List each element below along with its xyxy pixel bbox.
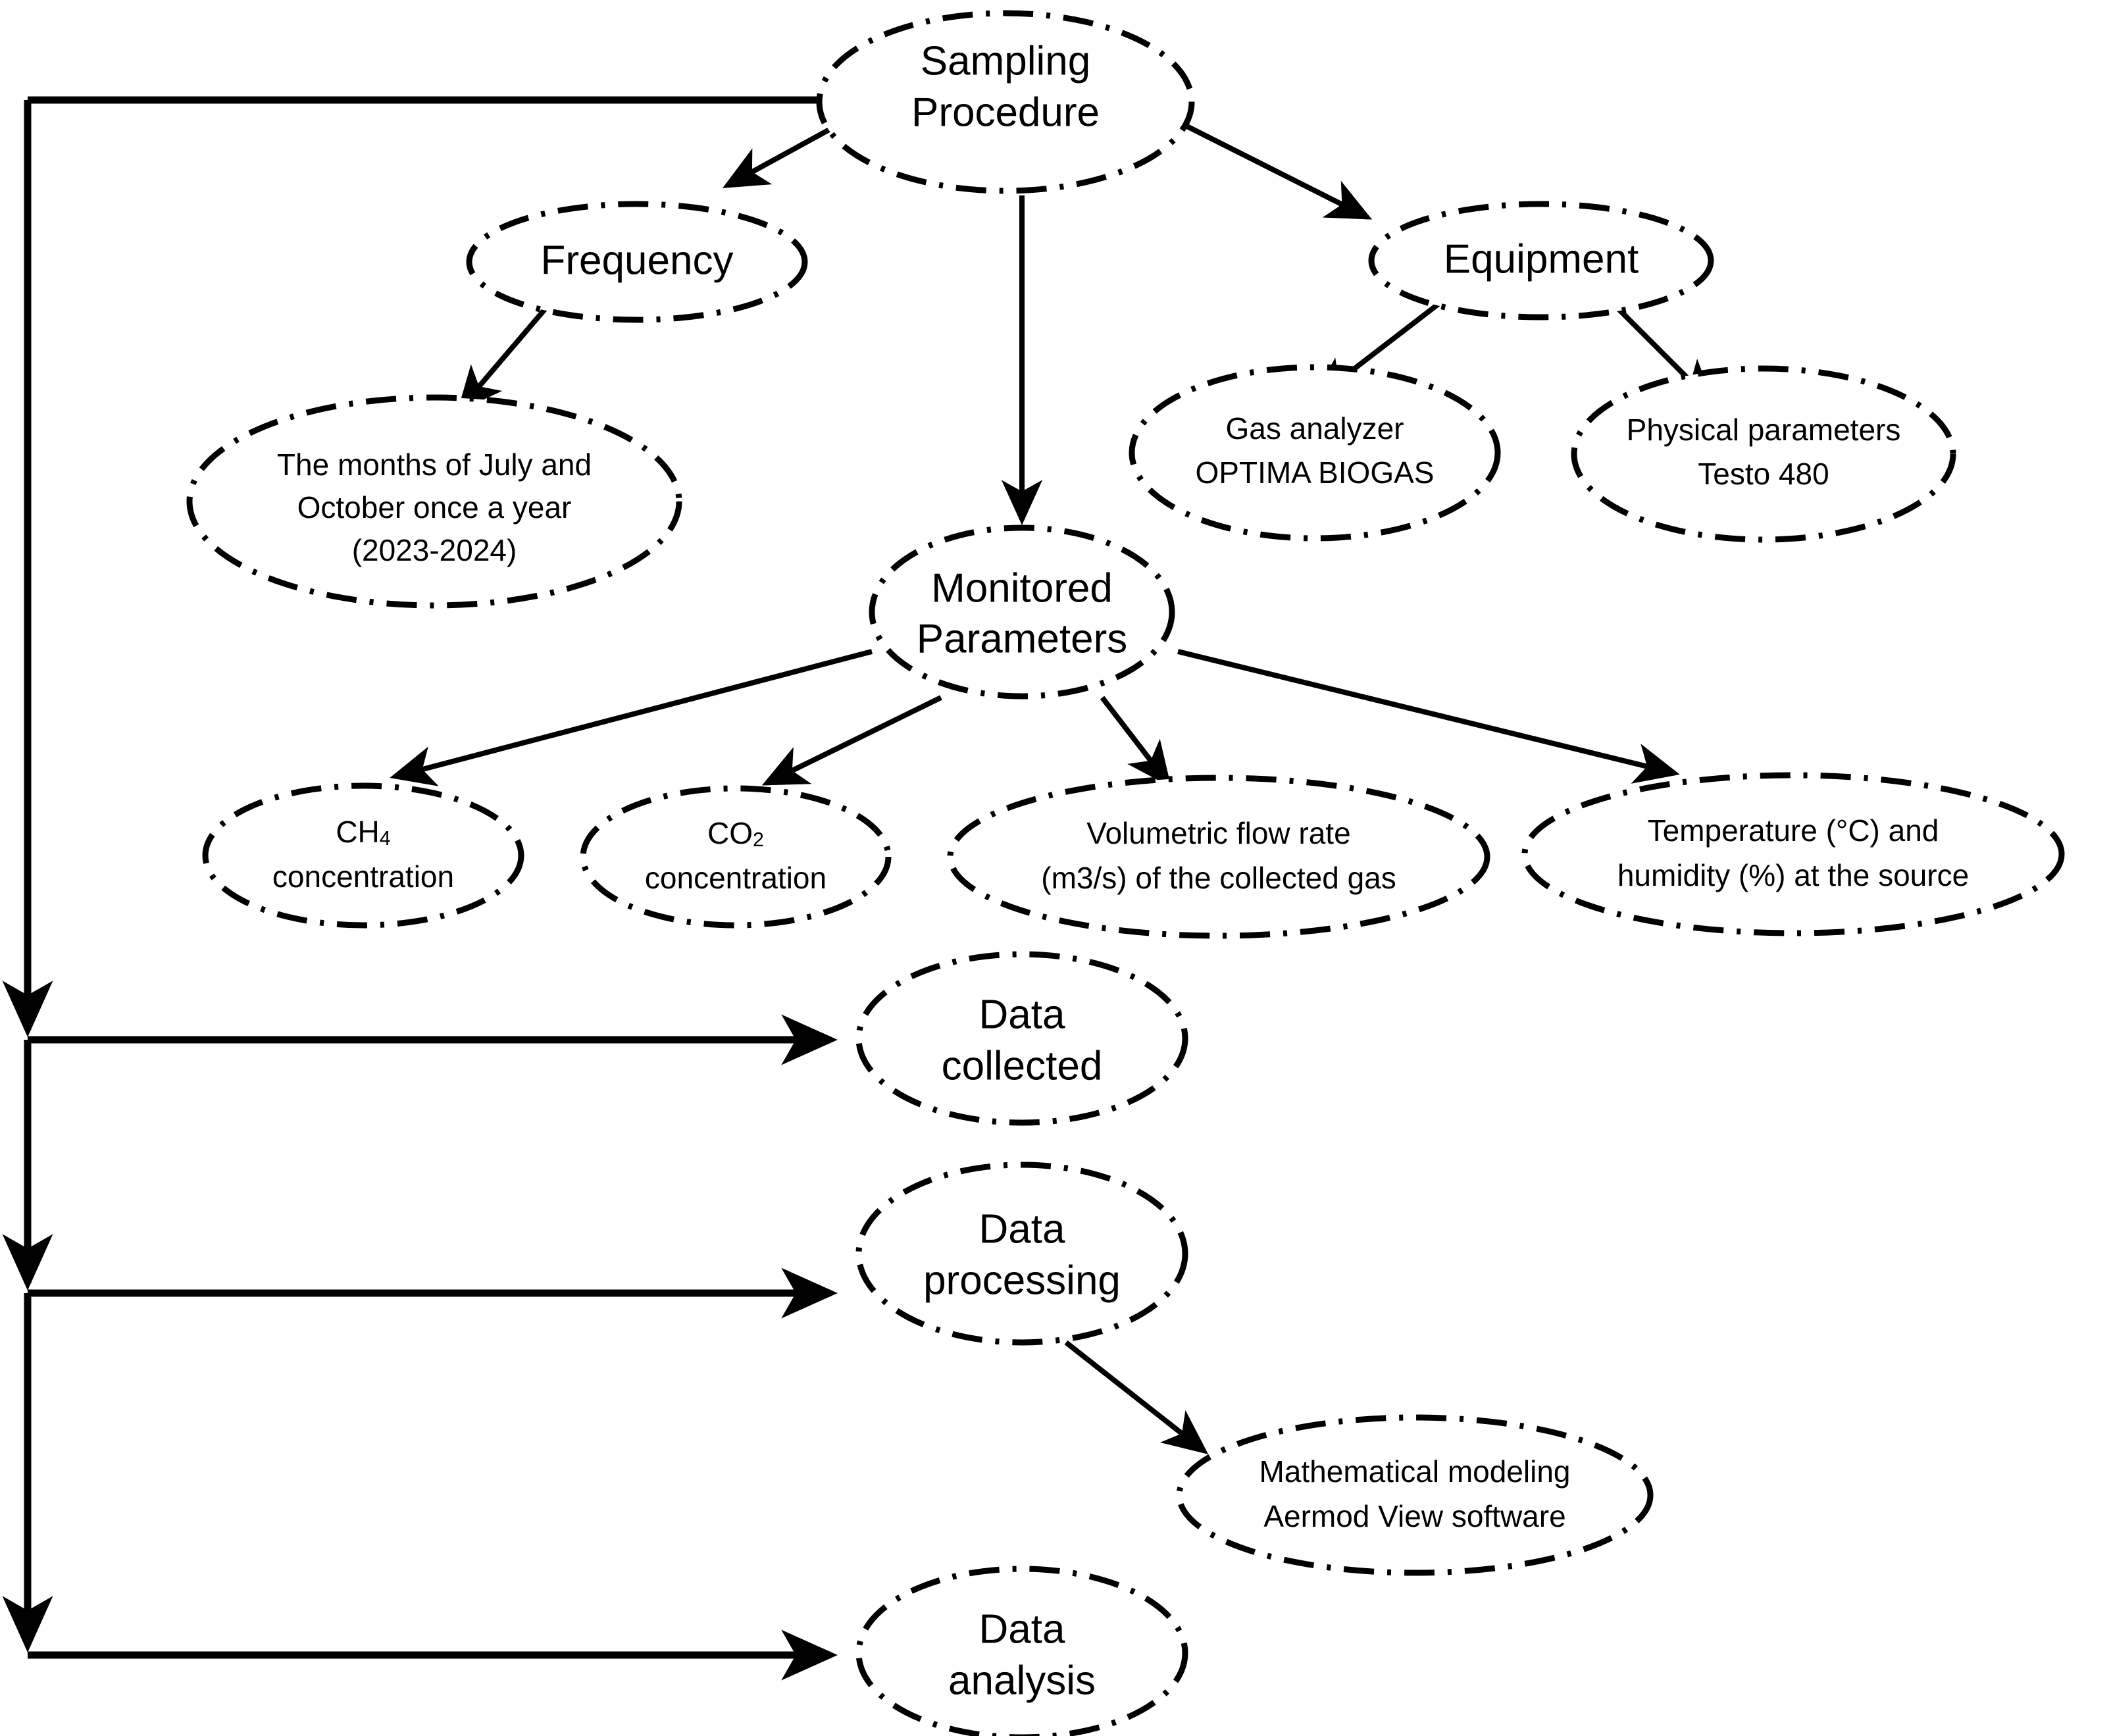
node-ch4-concentration-shape[interactable] <box>202 782 524 929</box>
node-data-collected-line1: Data <box>979 992 1065 1037</box>
node-temp-humidity-shape[interactable] <box>1521 772 2065 936</box>
node-monitored-parameters-line1: Monitored <box>931 565 1113 611</box>
node-months-shape[interactable] <box>186 394 682 609</box>
node-ch4-concentration[interactable]: CH4 concentration <box>202 782 524 929</box>
node-co2-concentration-shape[interactable] <box>580 785 892 929</box>
node-flow-rate-line1: Volumetric flow rate <box>1086 816 1350 850</box>
node-gas-analyzer[interactable]: Gas analyzer OPTIMA BIOGAS <box>1129 364 1501 542</box>
edge-monitored-to-flow-rate <box>1100 696 1171 788</box>
node-data-processing-line1: Data <box>979 1206 1065 1252</box>
node-ch4-formula: CH4 <box>336 815 390 850</box>
node-temp-humidity-line2: humidity (%) at the source <box>1617 858 1969 892</box>
node-data-processing[interactable]: Data processing <box>855 1162 1188 1346</box>
node-co2-line2: concentration <box>645 861 827 895</box>
node-sampling-procedure-shape[interactable] <box>816 10 1195 194</box>
node-co2-concentration[interactable]: CO2 concentration <box>580 785 892 929</box>
node-frequency-shape[interactable] <box>466 201 808 323</box>
node-co2-formula: CO2 <box>707 816 764 851</box>
node-equipment-label: Equipment <box>1444 236 1639 282</box>
node-months-line1: The months of July and <box>277 447 592 482</box>
node-data-processing-line2: processing <box>923 1258 1121 1303</box>
node-temp-humidity-line1: Temperature (°C) and <box>1648 813 1939 848</box>
node-sampling-procedure-line2: Procedure <box>911 89 1100 135</box>
node-data-collected[interactable]: Data collected <box>855 951 1188 1126</box>
edge-monitored-to-co2 <box>761 695 942 786</box>
node-data-analysis-shape[interactable] <box>855 1566 1188 1736</box>
node-data-analysis-line2: analysis <box>948 1658 1096 1703</box>
node-flow-rate-line2: (m3/s) of the collected gas <box>1041 861 1396 895</box>
node-frequency[interactable]: Frequency <box>466 201 808 323</box>
node-temp-humidity[interactable]: Temperature (°C) and humidity (%) at the… <box>1521 772 2065 936</box>
node-physical-parameters-line2: Testo 480 <box>1698 457 1829 491</box>
edge-sampling-to-frequency <box>722 119 845 188</box>
node-gas-analyzer-line1: Gas analyzer <box>1225 411 1404 446</box>
node-physical-parameters-line1: Physical parameters <box>1627 413 1901 447</box>
node-data-processing-shape[interactable] <box>855 1162 1188 1346</box>
node-gas-analyzer-shape[interactable] <box>1129 364 1501 542</box>
node-flow-rate-shape[interactable] <box>947 775 1490 939</box>
node-sampling-procedure[interactable]: Sampling Procedure <box>816 10 1195 194</box>
node-months[interactable]: The months of July and October once a ye… <box>186 394 682 609</box>
edge-processing-to-modeling <box>1064 1340 1209 1454</box>
node-math-modeling-shape[interactable] <box>1176 1414 1654 1576</box>
node-months-line3: (2023-2024) <box>352 533 517 567</box>
node-math-modeling-line2: Aermod View software <box>1263 1499 1565 1533</box>
node-data-analysis-line1: Data <box>979 1606 1065 1652</box>
node-data-collected-shape[interactable] <box>855 951 1188 1126</box>
node-months-line2: October once a year <box>297 490 572 524</box>
node-equipment-shape[interactable] <box>1368 201 1714 320</box>
node-physical-parameters-shape[interactable] <box>1571 365 1956 543</box>
edge-sampling-to-equipment <box>1177 119 1373 220</box>
node-gas-analyzer-line2: OPTIMA BIOGAS <box>1196 455 1435 490</box>
edge-frequency-to-months <box>457 307 547 413</box>
edge-monitored-to-ch4 <box>390 649 873 786</box>
node-math-modeling[interactable]: Mathematical modeling Aermod View softwa… <box>1176 1414 1654 1576</box>
node-monitored-parameters-shape[interactable] <box>869 524 1175 700</box>
node-frequency-label: Frequency <box>541 238 734 283</box>
node-monitored-parameters-line2: Parameters <box>917 616 1127 661</box>
spine-group <box>2 96 838 1681</box>
node-data-analysis[interactable]: Data analysis <box>855 1566 1188 1736</box>
node-ch4-line2: concentration <box>272 859 454 894</box>
node-flow-rate[interactable]: Volumetric flow rate (m3/s) of the colle… <box>947 775 1490 939</box>
node-math-modeling-line1: Mathematical modeling <box>1259 1454 1570 1489</box>
node-monitored-parameters[interactable]: Monitored Parameters <box>869 524 1175 700</box>
node-equipment[interactable]: Equipment <box>1368 201 1714 320</box>
node-data-collected-line2: collected <box>942 1043 1103 1088</box>
node-sampling-procedure-line1: Sampling <box>921 38 1090 84</box>
node-physical-parameters[interactable]: Physical parameters Testo 480 <box>1571 365 1956 543</box>
edge-monitored-to-temp-humidity <box>1177 649 1680 784</box>
